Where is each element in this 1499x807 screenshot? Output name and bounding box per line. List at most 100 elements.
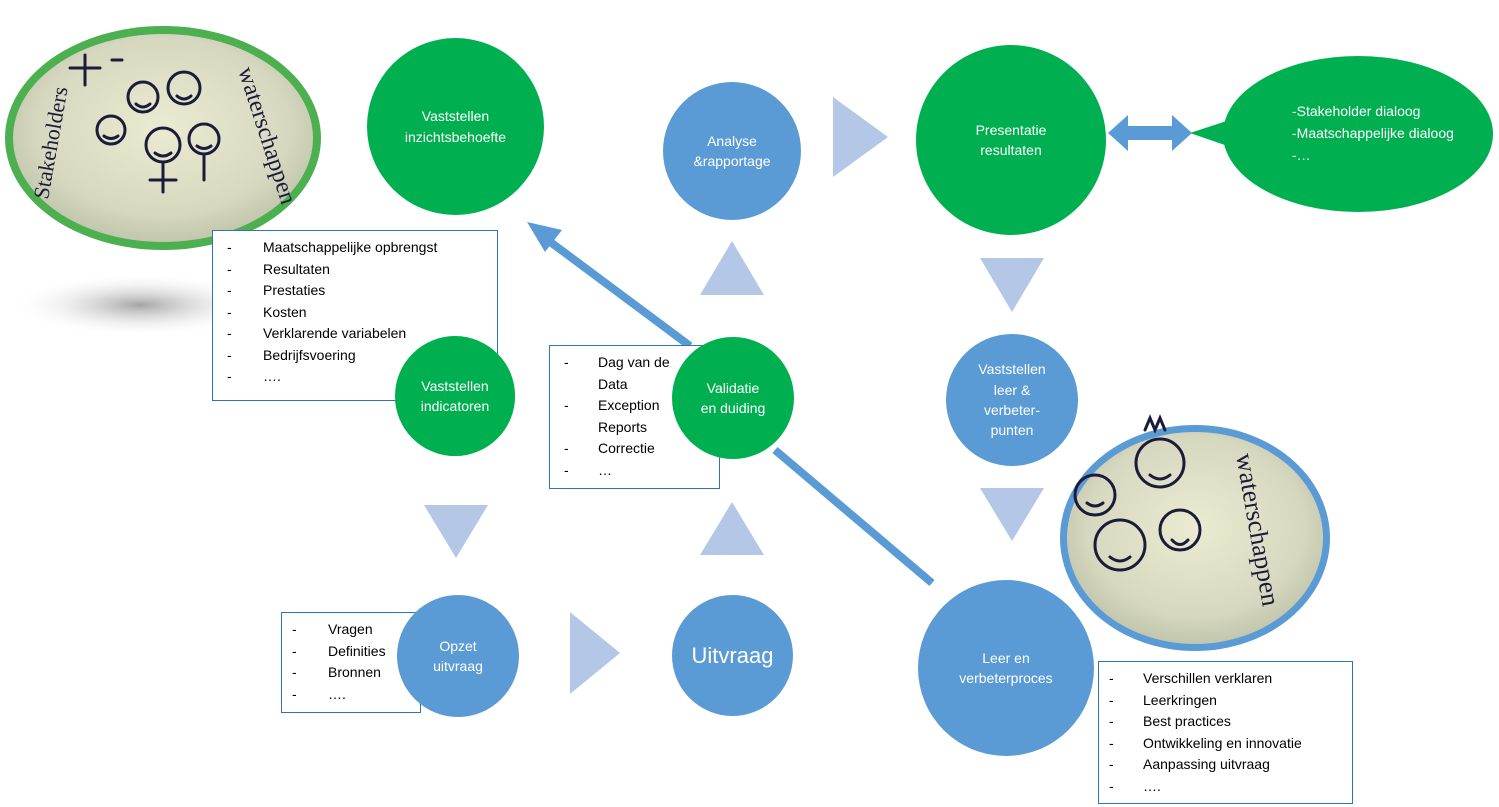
list-item: - Verklarende variabelen <box>227 323 497 345</box>
double-arrow <box>1108 115 1192 151</box>
node-label: Validatie en duiding <box>700 379 766 416</box>
arrow-right-1 <box>570 612 620 694</box>
list-item: - Resultaten <box>227 259 497 281</box>
feedback-line-upper <box>542 234 693 350</box>
list-item: - Prestaties <box>227 280 497 302</box>
node-presentatie-resultaten: Presentatie resultaten <box>916 45 1106 235</box>
list-item: - Ontwikkeling en innovatie <box>1109 733 1352 755</box>
list-item: - …. <box>227 366 497 388</box>
list-dash: - <box>1292 125 1297 141</box>
list-item-text: Verschillen verklaren <box>1143 670 1273 686</box>
list-item-text: Best practices <box>1143 713 1231 729</box>
list-item-text: Prestaties <box>263 282 326 298</box>
list-dash: - <box>292 664 297 680</box>
list-dash: - <box>1109 777 1114 794</box>
list-dash: - <box>564 354 569 370</box>
list-item: -…. <box>1109 776 1352 798</box>
list-dash: - <box>227 260 232 277</box>
list-item-text: Stakeholder dialoog <box>1296 103 1421 119</box>
list-dash: - <box>227 239 232 255</box>
list-item: - Kosten <box>227 302 497 324</box>
node-label: Vaststellen indicatoren <box>420 377 490 414</box>
node-label: Presentatie resultaten <box>975 121 1047 158</box>
list-item-text: Bedrijfsvoering <box>263 346 356 363</box>
list-dash: - <box>564 461 569 478</box>
list-dash: - <box>1292 103 1297 119</box>
list-dash: - <box>227 368 232 384</box>
node-opzet-uitvraag: Opzet uitvraag <box>397 595 519 717</box>
arrow-up-1 <box>700 502 764 555</box>
list-item-text: Exception <box>598 397 660 413</box>
list-dash: - <box>564 440 569 456</box>
arrow-down-4 <box>980 488 1044 541</box>
node-label: Leer en verbeterproces <box>959 649 1053 686</box>
list-item: - Correctie <box>564 438 719 460</box>
list-item: - Dag van de <box>564 352 719 374</box>
dialogue-bubble <box>1223 56 1493 212</box>
photo-shadow <box>10 273 270 337</box>
dialogue-list: -Stakeholder dialoog-Maatschappelijke di… <box>1258 100 1454 166</box>
list-dash: - <box>227 346 232 363</box>
list-dash: - <box>227 325 232 341</box>
list-item-text: …. <box>263 368 281 384</box>
node-analyse-rapportage: Analyse &rapportage <box>663 82 801 220</box>
node-label: Vaststellen inzichtsbehoefte <box>404 108 507 145</box>
list-dash: - <box>1109 756 1114 772</box>
node-label: Opzet uitvraag <box>433 637 483 674</box>
waterschappen-photo: waterschappen <box>1060 414 1330 651</box>
list-item-text: Vragen <box>328 621 373 637</box>
list-item-text: Maatschappelijke opbrengst <box>263 239 438 255</box>
list-item-text: Kosten <box>263 303 307 320</box>
node-vaststellen-leer-verbeterpunten: Vaststellen leer & verbeter- punten <box>946 334 1078 466</box>
list-dash: - <box>1109 713 1114 729</box>
list-item: - Leerkringen <box>1109 690 1352 712</box>
node-label: Vaststellen leer & verbeter- punten <box>978 361 1046 439</box>
node-label: Analyse &rapportage <box>693 132 771 169</box>
list-item: -… <box>1258 144 1454 166</box>
arrow-up-2 <box>700 241 764 295</box>
list-item-text: Correctie <box>598 440 655 456</box>
list-item-text: Aanpassing uitvraag <box>1143 756 1270 772</box>
list-dash: - <box>227 282 232 298</box>
list-dash: - <box>292 685 297 702</box>
list-item-text: Bronnen <box>328 664 381 680</box>
feedback-line-lower <box>772 446 935 587</box>
list-dash: - <box>227 303 232 320</box>
list-item: - Maatschappelijke opbrengst <box>227 237 497 259</box>
list-item: -Stakeholder dialoog <box>1258 100 1454 122</box>
list-item: -Maatschappelijke dialoog <box>1258 122 1454 144</box>
list-item-text: Leerkringen <box>1143 691 1217 708</box>
node-label: Uitvraag <box>691 642 774 668</box>
list-dash: - <box>1292 147 1297 163</box>
list-item-text: Dag van de <box>598 354 670 370</box>
list-item-text: Verklarende variabelen <box>263 325 407 341</box>
arrow-right-2 <box>833 97 888 177</box>
list-item: -Verschillen verklaren <box>1109 668 1352 690</box>
list-dash: - <box>1109 691 1114 708</box>
list-item: - Bronnen <box>292 662 420 684</box>
list-item: - Best practices <box>1109 711 1352 733</box>
list-item: - Exception <box>564 395 719 417</box>
list-item: -…. <box>292 684 420 706</box>
list-dash: - <box>564 397 569 413</box>
list-item: Reports <box>564 417 719 439</box>
stakeholders-photo: Stakeholders waterschappen <box>5 26 321 250</box>
list-dash: - <box>292 621 297 637</box>
list-item-text: Maatschappelijke dialoog <box>1296 125 1454 141</box>
list-dash: - <box>292 642 297 659</box>
feedback-arrowhead <box>527 222 562 252</box>
list-item-text: Data <box>598 375 628 392</box>
node-vaststellen-indicatoren-front: Vaststellen indicatoren <box>395 336 515 456</box>
arrow-down-2 <box>424 505 488 558</box>
list-item-text: Definities <box>328 642 386 659</box>
list-item: -… <box>564 460 719 482</box>
list-item-text: Reports <box>598 418 648 435</box>
list-item-text: Ontwikkeling en innovatie <box>1143 734 1302 751</box>
list-item-text: Resultaten <box>263 260 330 277</box>
list-item: Data <box>564 374 719 396</box>
node-vaststellen-inzichtsbehoefte: Vaststellen inzichtsbehoefte <box>367 38 544 215</box>
list-item: - Vragen <box>292 619 420 641</box>
list-dash: - <box>1109 734 1114 751</box>
list-item: - Aanpassing uitvraag <box>1109 754 1352 776</box>
